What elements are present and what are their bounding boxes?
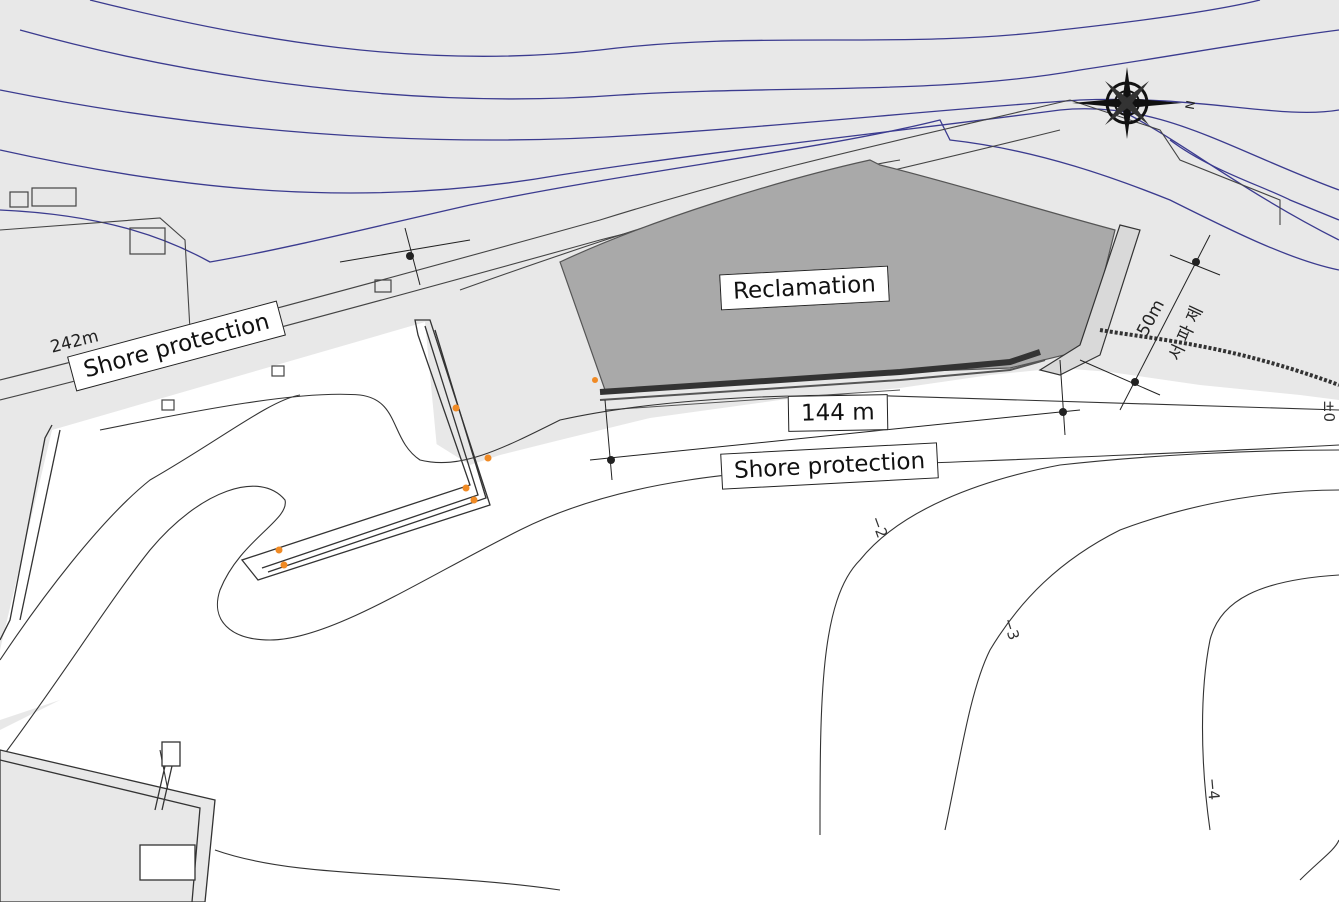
- harbour-basin: [0, 322, 440, 720]
- lower-harbour: [0, 741, 216, 902]
- harbour-pier: [0, 319, 491, 641]
- depth-label-0: ±0: [1320, 399, 1339, 423]
- dimension-ticks: [406, 252, 1200, 464]
- reclamation-seawall: [599, 349, 1046, 411]
- buildings: [9, 187, 392, 411]
- length-144-label: 144 m: [787, 394, 888, 432]
- north-arrow-icon: [1072, 67, 1182, 139]
- pier-markers: [275, 377, 598, 569]
- depth-label-4: −4: [1203, 777, 1223, 801]
- breakwater-right: [1038, 224, 1339, 387]
- land-contours: [0, 0, 1339, 271]
